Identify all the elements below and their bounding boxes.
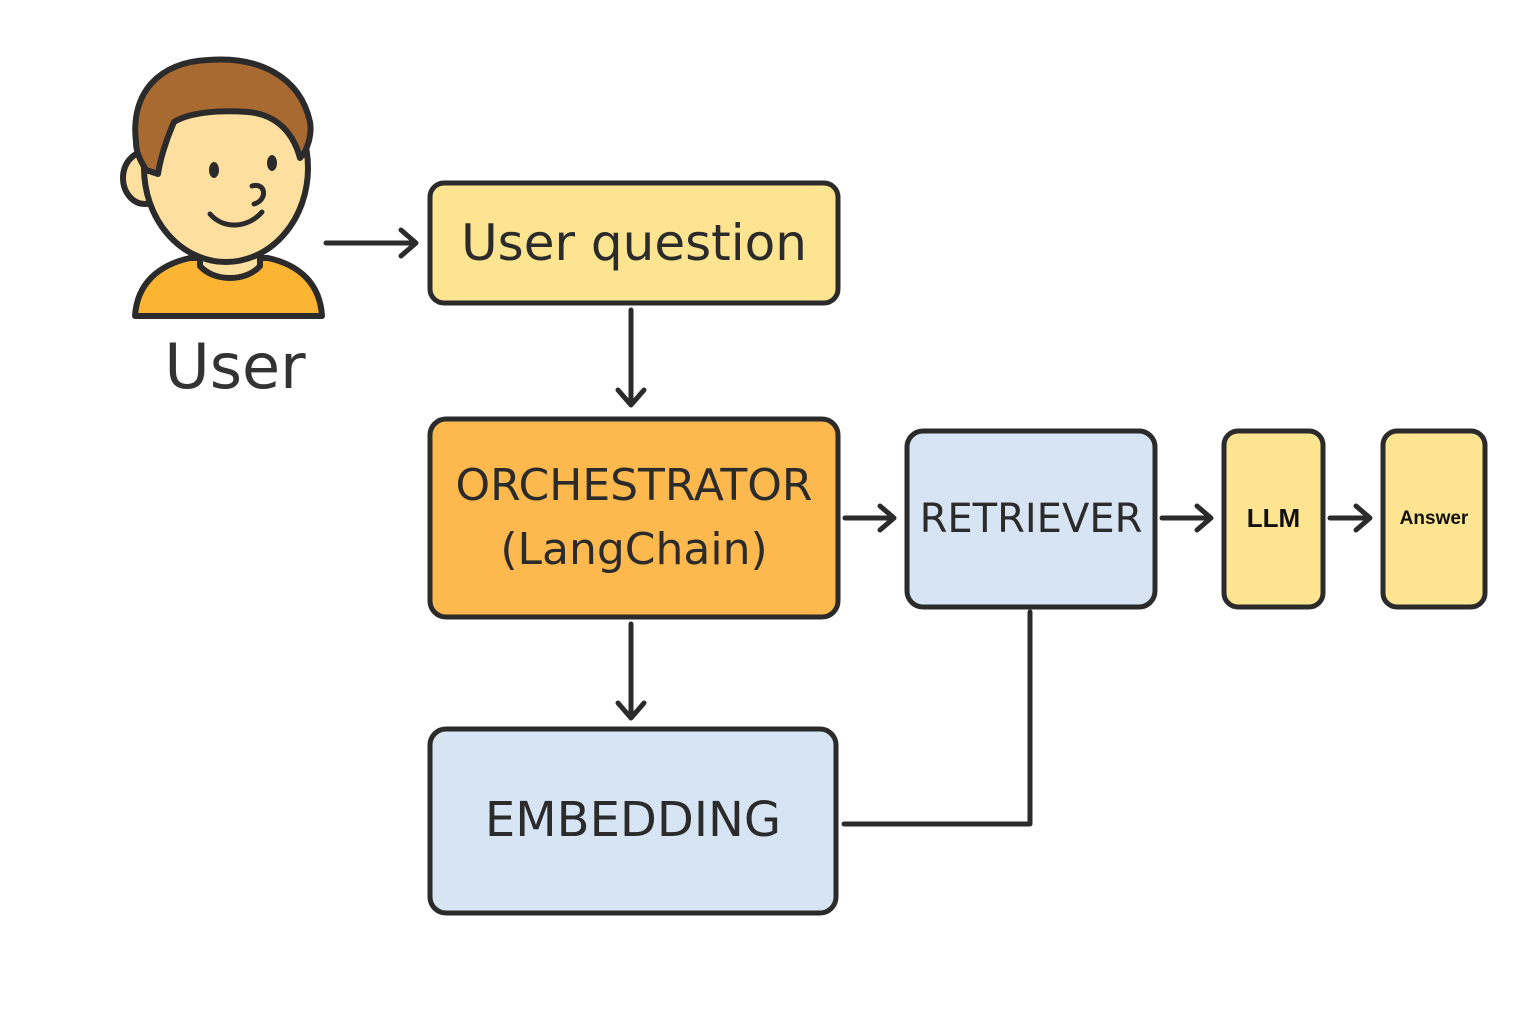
user-eye-left: [209, 162, 219, 178]
box-answer: [1380, 428, 1488, 610]
box-llm: [1221, 428, 1326, 610]
retriever-label: RETRIEVER: [919, 496, 1143, 542]
arrow-user-to-question: [323, 227, 419, 259]
arrow-orchestrator-to-embedding: [615, 621, 647, 721]
arrow-retriever-to-llm: [1159, 503, 1214, 533]
user-eye-right: [267, 155, 277, 171]
box-user-question: [427, 180, 841, 306]
arrow-orchestrator-to-retriever: [842, 503, 897, 533]
connector-embedding-to-retriever: [841, 609, 1033, 827]
arrow-question-to-orchestrator: [615, 307, 647, 408]
llm-label: LLM: [1246, 503, 1301, 534]
user-smile: [207, 209, 265, 228]
user-shirt: [132, 255, 325, 319]
embedding-label: EMBEDDING: [484, 792, 782, 849]
arrow-llm-to-answer: [1327, 503, 1373, 533]
answer-label: Answer: [1399, 507, 1469, 529]
user-nose: [249, 182, 266, 207]
user-hair: [132, 56, 314, 177]
user-question-label: User question: [461, 214, 807, 272]
user-label: User: [164, 329, 306, 403]
orchestrator-label: ORCHESTRATOR (LangChain): [455, 460, 813, 575]
box-embedding: [427, 726, 839, 916]
box-retriever: [904, 428, 1158, 610]
user-avatar-icon: [120, 56, 325, 319]
box-orchestrator: [427, 416, 841, 620]
